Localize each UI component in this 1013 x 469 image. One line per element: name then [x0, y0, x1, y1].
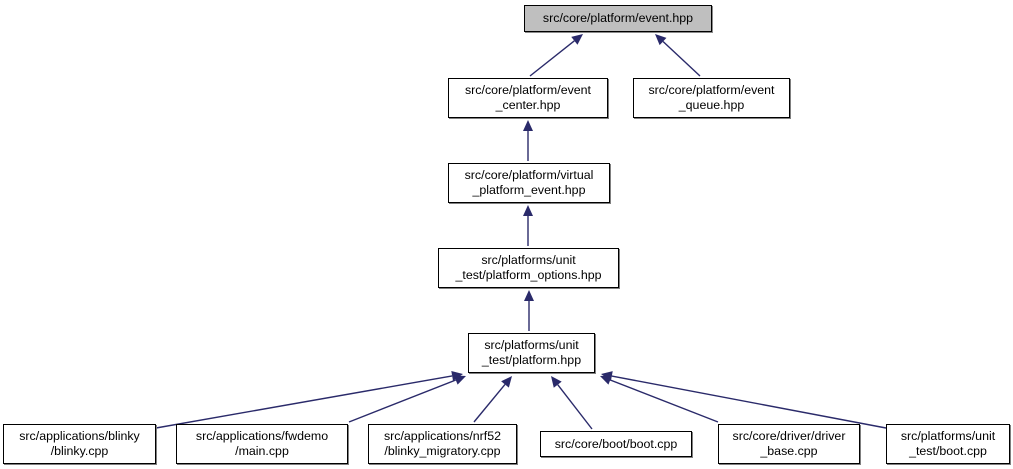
edge-arrowhead	[524, 290, 534, 301]
edge-arrowhead	[601, 371, 613, 381]
edge-arrowhead	[453, 375, 466, 385]
graph-node-label: src/applications/blinky /blinky.cpp	[19, 429, 140, 458]
graph-node-event_queue[interactable]: src/core/platform/event _queue.hpp	[633, 78, 790, 118]
graph-node-platform[interactable]: src/platforms/unit _test/platform.hpp	[468, 333, 595, 373]
graph-node-label: src/core/platform/event _center.hpp	[464, 83, 592, 112]
edge-arrowhead	[571, 34, 583, 45]
edge-arrowhead	[551, 376, 562, 388]
edge-line	[662, 40, 701, 77]
graph-node-label: src/platforms/unit _test/platform.hpp	[481, 338, 582, 367]
graph-node-core_boot[interactable]: src/core/boot/boot.cpp	[540, 431, 692, 457]
edge-arrowhead	[655, 34, 667, 46]
edge-line	[473, 384, 506, 423]
edge-line	[348, 379, 457, 423]
graph-node-nrf52[interactable]: src/applications/nrf52 /blinky_migratory…	[368, 424, 517, 464]
edge-line	[557, 384, 593, 430]
graph-node-label: src/platforms/unit _test/boot.cpp	[900, 429, 996, 458]
graph-node-label: src/core/boot/boot.cpp	[554, 436, 678, 451]
graph-node-unit_test_boot[interactable]: src/platforms/unit _test/boot.cpp	[886, 424, 1010, 464]
graph-node-event[interactable]: src/core/platform/event.hpp	[524, 5, 712, 32]
edge-line	[529, 40, 575, 77]
edge-arrowhead	[501, 376, 512, 388]
graph-node-label: src/core/platform/virtual _platform_even…	[464, 168, 594, 197]
graph-node-label: src/core/platform/event _queue.hpp	[648, 83, 775, 112]
graph-node-virtual_platform_event[interactable]: src/core/platform/virtual _platform_even…	[448, 163, 610, 203]
edge-arrowhead	[523, 120, 533, 131]
graph-node-blinky[interactable]: src/applications/blinky /blinky.cpp	[3, 424, 156, 464]
graph-node-label: src/core/driver/driver _base.cpp	[732, 429, 846, 458]
graph-node-label: src/platforms/unit _test/platform_option…	[455, 253, 602, 282]
graph-node-platform_options[interactable]: src/platforms/unit _test/platform_option…	[438, 248, 619, 288]
edge-line	[155, 375, 453, 429]
graph-node-label: src/applications/nrf52 /blinky_migratory…	[383, 429, 502, 458]
graph-node-event_center[interactable]: src/core/platform/event _center.hpp	[448, 78, 608, 118]
edge-arrowhead	[523, 205, 533, 216]
graph-node-label: src/applications/fwdemo /main.cpp	[195, 429, 329, 458]
graph-node-fwdemo[interactable]: src/applications/fwdemo /main.cpp	[176, 424, 348, 464]
graph-node-driver_base[interactable]: src/core/driver/driver _base.cpp	[718, 424, 860, 464]
graph-node-label: src/core/platform/event.hpp	[542, 11, 694, 25]
edge-line	[611, 375, 887, 429]
edge-line	[609, 379, 719, 423]
